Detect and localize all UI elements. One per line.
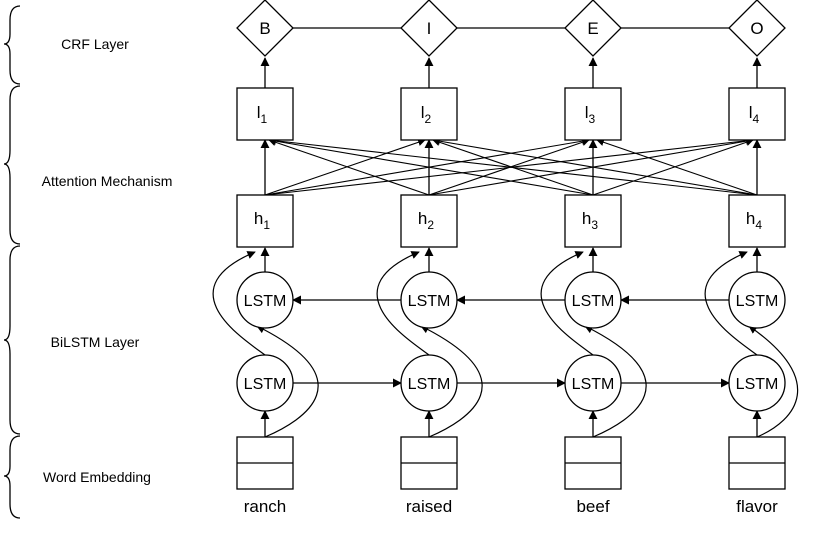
layer-label-embedding: Word Embedding	[43, 469, 151, 485]
forward-lstm-skip-curve	[376, 251, 430, 356]
attention-arrow	[268, 136, 758, 196]
column: O l4 h4 LSTM LSTM flavor	[704, 0, 799, 516]
l-label: l1	[257, 103, 268, 126]
l-node	[400, 87, 458, 141]
brace-crf	[3, 5, 21, 85]
lstm-label: LSTM	[408, 376, 451, 393]
h-node	[236, 194, 294, 248]
tag-node	[400, 0, 458, 57]
l-node	[236, 87, 294, 141]
layer-label-attention: Attention Mechanism	[42, 173, 173, 189]
lstm-label: LSTM	[408, 293, 451, 310]
input-skip-curve	[748, 325, 799, 438]
tag-node	[728, 0, 786, 57]
input-skip-curve	[584, 325, 647, 438]
tag-label: I	[427, 19, 432, 38]
word-label: flavor	[736, 497, 778, 516]
l-node	[564, 87, 622, 141]
backward-lstm-node	[564, 271, 622, 329]
h-label: h3	[582, 209, 598, 232]
lstm-connections	[292, 295, 730, 388]
lstm-label: LSTM	[572, 376, 615, 393]
column: B l1 h1 LSTM LSTM ranch	[212, 0, 319, 516]
forward-lstm-skip-curve	[540, 251, 594, 356]
backward-lstm-node	[236, 271, 294, 329]
h-node	[564, 194, 622, 248]
h-node	[728, 194, 786, 248]
brace-bilstm	[3, 245, 21, 435]
attention-arrow	[432, 137, 758, 196]
lstm-label: LSTM	[244, 376, 287, 393]
attention-arrow	[264, 137, 590, 196]
attention-edges	[264, 136, 758, 196]
attention-arrow	[596, 138, 758, 196]
attention-arrow	[592, 138, 754, 196]
lstm-label: LSTM	[572, 293, 615, 310]
tag-label: B	[259, 19, 270, 38]
tag-label: O	[750, 19, 763, 38]
h-label: h1	[254, 209, 270, 232]
l-node	[728, 87, 786, 141]
word-label: beef	[576, 497, 609, 516]
tag-node	[564, 0, 622, 57]
backward-lstm-node	[400, 271, 458, 329]
backward-lstm-node	[728, 271, 786, 329]
input-skip-curve	[256, 325, 319, 438]
layer-label-crf: CRF Layer	[61, 36, 129, 52]
attention-arrow	[428, 137, 754, 196]
l-label: l4	[749, 103, 760, 126]
lstm-label: LSTM	[736, 293, 779, 310]
forward-lstm-node	[728, 354, 786, 412]
h-node	[400, 194, 458, 248]
forward-lstm-node	[236, 354, 294, 412]
h-label: h4	[746, 209, 762, 232]
h-label: h2	[418, 209, 434, 232]
column: I l2 h2 LSTM LSTM raised	[376, 0, 483, 516]
input-skip-curve	[420, 325, 483, 438]
l-label: l3	[585, 103, 596, 126]
layer-braces	[3, 5, 21, 519]
attention-arrow	[268, 137, 594, 196]
tag-label: E	[587, 19, 598, 38]
l-label: l2	[421, 103, 432, 126]
attention-arrow	[268, 138, 430, 196]
forward-lstm-skip-curve	[212, 251, 266, 356]
attention-arrow	[264, 138, 426, 196]
word-label: ranch	[244, 497, 287, 516]
brace-attention	[3, 85, 21, 245]
column: E l3 h3 LSTM LSTM beef	[540, 0, 647, 516]
tag-node	[236, 0, 294, 57]
layer-label-bilstm: BiLSTM Layer	[51, 334, 140, 350]
lstm-label: LSTM	[736, 376, 779, 393]
lstm-label: LSTM	[244, 293, 287, 310]
forward-lstm-node	[400, 354, 458, 412]
brace-embedding	[3, 435, 21, 519]
forward-lstm-skip-curve	[704, 251, 758, 356]
word-label: raised	[406, 497, 452, 516]
forward-lstm-node	[564, 354, 622, 412]
